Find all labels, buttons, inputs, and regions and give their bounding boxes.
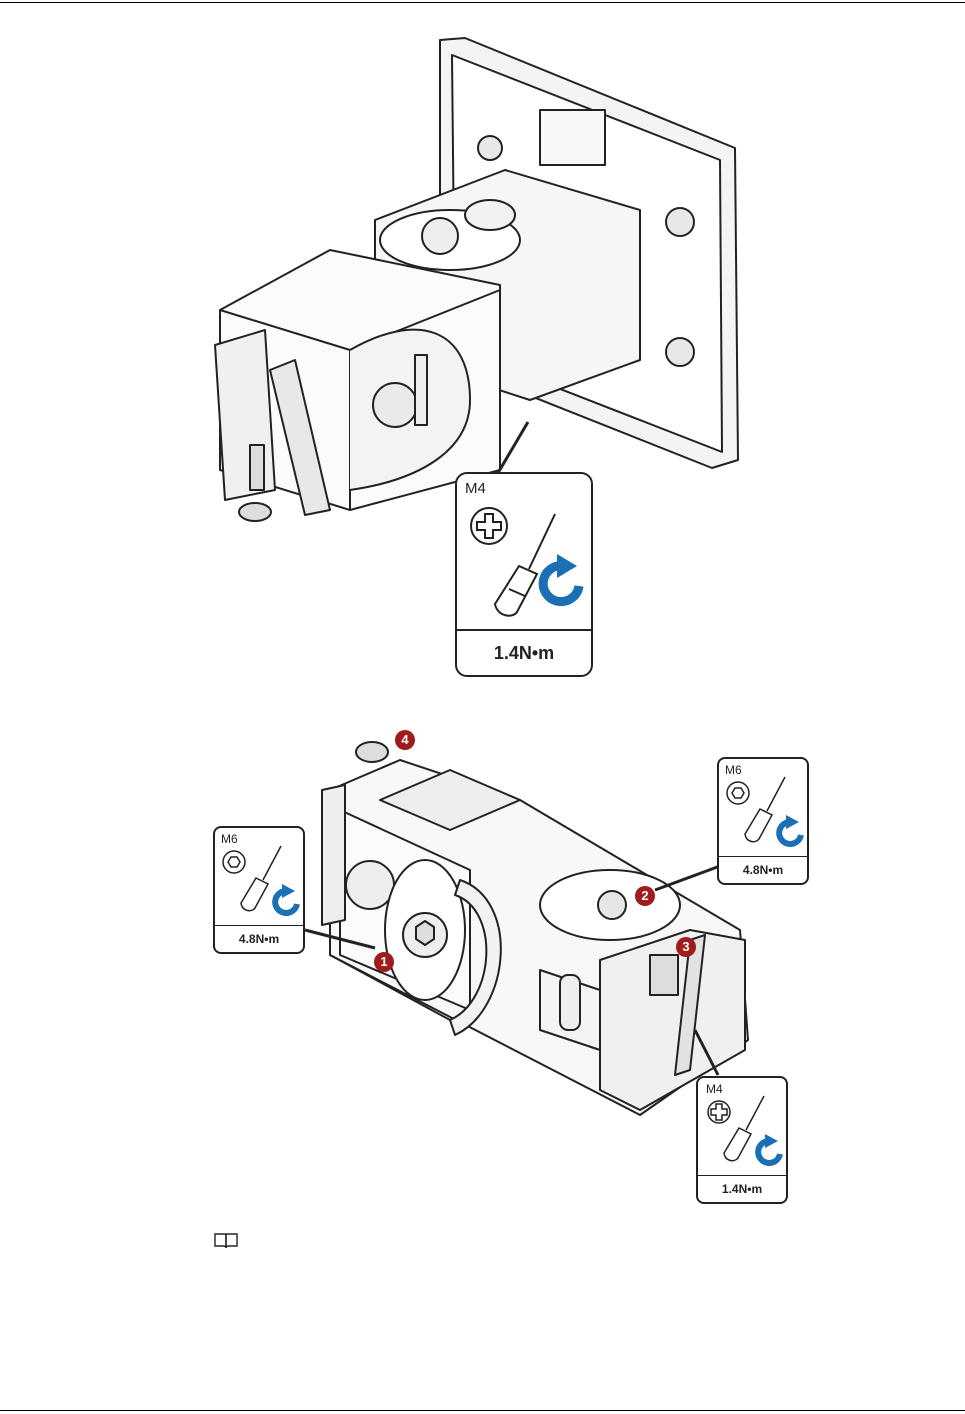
torque-callout-m4-right: M4 1.4N•m <box>696 1076 788 1204</box>
clockwise-arrow-icon <box>758 1134 780 1163</box>
clockwise-arrow-icon <box>543 554 579 602</box>
step-badge-1: 1 <box>374 952 394 972</box>
torque-value: 4.8N•m <box>719 856 807 883</box>
screwdriver-icon <box>215 828 305 928</box>
step-badge-3: 3 <box>676 937 696 957</box>
step-badge-4: 4 <box>395 730 415 750</box>
phillips-head-icon <box>471 508 507 544</box>
leader-line <box>655 866 720 890</box>
clockwise-arrow-icon <box>779 815 801 844</box>
torque-value: 1.4N•m <box>457 629 591 675</box>
screwdriver-icon <box>698 1078 788 1178</box>
hex-head-icon <box>223 851 245 873</box>
torque-callout-m6-right: M6 4.8N•m <box>717 757 809 885</box>
book-note-icon <box>213 1230 239 1250</box>
torque-value: 4.8N•m <box>215 925 303 952</box>
figure-mount-bracket-rear: M4 1.4N•m <box>0 0 965 690</box>
hex-head-icon <box>727 782 749 804</box>
footer-rule <box>0 1410 965 1411</box>
step-badge-2: 2 <box>635 886 655 906</box>
torque-callout-m6-left: M6 4.8N•m <box>213 826 305 954</box>
phillips-head-icon <box>708 1101 730 1123</box>
torque-callout-m4: M4 1.4N•m <box>455 472 593 677</box>
clockwise-arrow-icon <box>275 884 297 913</box>
figure-mount-bracket-front: 1 2 3 4 M6 4.8N•m M6 <box>0 690 965 1220</box>
screwdriver-icon <box>457 474 593 634</box>
bracket-front-illustration <box>0 690 965 1220</box>
screwdriver-icon <box>719 759 809 859</box>
torque-value: 1.4N•m <box>698 1175 786 1202</box>
